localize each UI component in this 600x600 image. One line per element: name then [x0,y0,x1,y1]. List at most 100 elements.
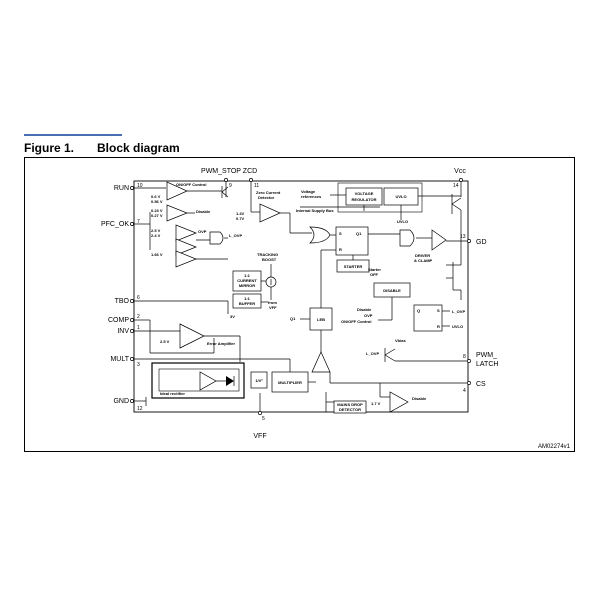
svg-text:STARTER: STARTER [344,264,363,269]
buffer-block: 1:1 BUFFER from VFF 3V [227,293,277,319]
pin-run-number: 10 [137,183,143,189]
uvlo-block: UVLO UVLO [383,187,440,224]
pin-tbo-number: 6 [137,295,140,301]
ovp-comparator: 2.5 V 2.4 V OVP L_OVP [151,224,242,256]
pin-mult-pad [130,357,134,361]
pin-pfc-ok-pad [130,222,134,226]
pin-comp-pad [130,318,134,322]
pin-pwm-latch: PWM_ LATCH 8 [395,352,498,368]
run-threshold-1: 0.6 V [151,194,161,199]
ovp-label: OVP [198,229,207,234]
svg-text:DRIVER: DRIVER [415,253,430,258]
zcd-threshold-2: 0.7V [236,216,245,221]
svg-text:Q1: Q1 [290,316,296,321]
pin-gnd-label: GND [113,398,129,405]
svg-text:MULTIPLIER: MULTIPLIER [278,380,302,385]
pin-pwm-stop-label: PWM_STOP [201,168,241,175]
mains-drop-detector: MAINS DROP DETECTOR [325,392,367,414]
chip-outline [133,180,469,413]
svg-text:DISABLE: DISABLE [383,288,401,293]
figure-title: Block diagram [97,141,180,155]
pin-pfc-ok-number: 7 [137,219,140,225]
sr-flipflop-1: S R Q1 [330,226,400,256]
regulator-group [337,182,423,213]
pin-pwm-stop: PWM_STOP 9 [201,168,241,197]
onoff-control-label: ON/OFF Control [176,182,206,187]
error-amplifier: 2.5 V Error Amplifier [160,323,240,349]
svg-text:VOLTAGE: VOLTAGE [355,191,374,196]
or-gate-1 [309,226,331,244]
svg-text:S: S [339,231,342,236]
sr-flipflop-2: Q S R L_OVP UVLO [413,304,465,332]
svg-text:BUFFER: BUFFER [239,301,255,306]
svg-text:S: S [437,308,440,313]
pin-vff-number: 5 [262,416,265,422]
ovp-and-gate [209,231,224,245]
from-vff-1: from [268,300,277,305]
zcd-comparator: Zero Current Detector 1.4V 0.7V [236,190,312,234]
svg-text:1:1: 1:1 [244,296,251,301]
l-ovp-label-1: L_OVP [229,233,242,238]
error-amplifier-label: Error Amplifier [207,341,236,346]
v-166-label: 1.66 V [151,252,163,257]
pin-pwm-latch-label-2: LATCH [476,361,498,368]
vbias-transistor: Vbias L_OVP [366,338,406,362]
vbias-label: Vbias [395,338,406,343]
starter-off-2: OFF [370,272,379,277]
pin-gd-number: 13 [460,234,466,240]
pin-pfc-ok: PFC_OK 7 [101,212,151,250]
pin-gnd-number: 12 [137,406,143,412]
pin-cs-label: CS [476,381,486,388]
diagram-frame [24,157,575,452]
zcd-threshold-1: 1.4V [236,211,245,216]
uvlo-small-label: UVLO [397,219,408,224]
internal-supply-bus: Internal Supply Bus [296,208,334,213]
pin-mult-label: MULT [110,356,129,363]
ovp-label-2: OVP [364,313,373,318]
starter-block: STARTER Starter OFF [336,255,381,277]
svg-text:1:1: 1:1 [244,273,251,278]
tracking-boost-2: BOOST [262,257,277,262]
pin-gnd: GND 12 [113,397,147,412]
v-25-err-label: 2.5 V [160,339,170,344]
pin-pwm-latch-number: 8 [463,354,466,360]
zcd-label-2: Detector [258,195,275,200]
pin-mult: MULT 3 [110,356,291,372]
svg-text:Q: Q [417,308,420,313]
svg-text:1/V²: 1/V² [255,378,263,383]
uvlo-label-2: UVLO [452,324,463,329]
pin-inv-label: INV [117,328,129,335]
multiplier-block: MULTIPLIER [239,336,316,393]
voltage-references-1: Voltage [301,189,316,194]
v-17-label: 1.7 V [371,401,381,406]
pin-inv: INV 1 [117,325,180,335]
pin-inv-number: 1 [137,325,140,331]
pin-tbo-pad [130,299,134,303]
pin-vff-pad [258,411,262,415]
pwm-comparator [311,330,331,383]
pin-cs-number: 4 [463,388,466,394]
ovp-threshold-1: 2.5 V [151,228,161,233]
from-vff-2: VFF [269,305,277,310]
pin-pwm-stop-pad [224,178,228,182]
pin-pwm-latch-label: PWM_ [476,352,497,359]
pin-vcc-pad [459,178,463,182]
svg-text:R: R [339,247,342,252]
pin-zcd: ZCD 11 [243,168,260,213]
pin-run-pad [130,186,134,190]
pin-vff: 5 VFF [253,393,267,440]
pin-pwm-stop-number: 9 [229,183,232,189]
svg-text:REGULATOR: REGULATOR [352,197,377,202]
pin-gd-label: GD [476,239,487,246]
vff-square-block: 1/V² [250,371,268,389]
voltage-regulator-block: VOLTAGE REGULATOR Voltage references Int… [296,187,383,213]
l-ovp-label-2: L_OVP [452,309,465,314]
svg-text:CURRENT: CURRENT [237,278,257,283]
ideal-rectifier-group [151,362,245,399]
run-threshold-2: 0.56 V [151,199,163,204]
pfc-threshold-1: 0.23 V [151,208,163,213]
pfc-ok-comparator: 0.23 V 0.27 V Disable [151,204,211,222]
figure-label: Figure 1. [24,141,75,155]
pin-tbo-label: TBO [115,298,130,305]
svg-text:MIRROR: MIRROR [239,283,255,288]
